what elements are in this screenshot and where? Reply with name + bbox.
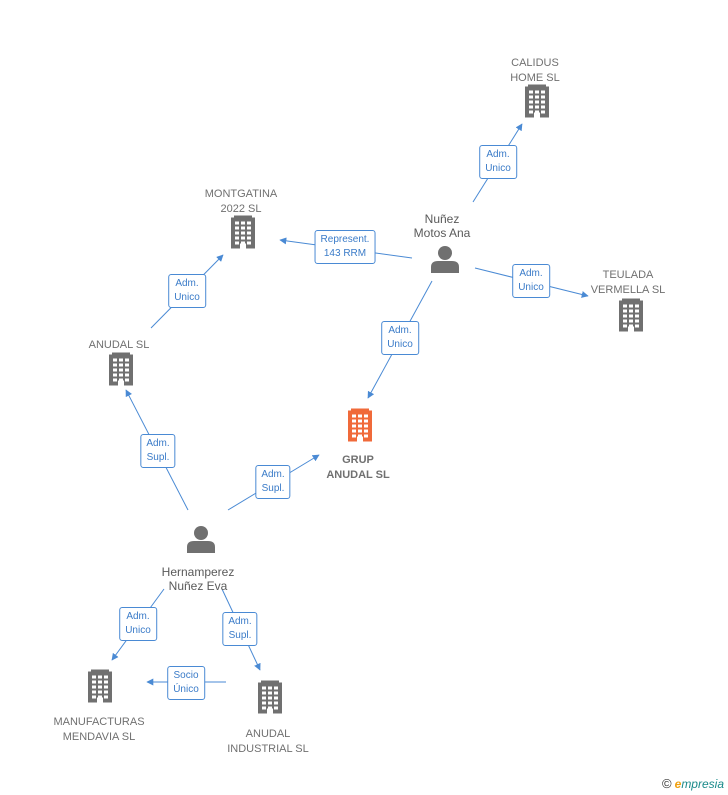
node-label-line: Nuñez Eva bbox=[168, 579, 228, 593]
node-label-line: Nuñez bbox=[424, 212, 460, 226]
edge-label-line: Unico bbox=[485, 163, 511, 174]
node-label-anudal[interactable]: ANUDAL SL bbox=[89, 338, 150, 353]
edge-label-line: Único bbox=[173, 684, 199, 695]
edge-label-line: Supl. bbox=[146, 452, 170, 463]
node-label-line: Motos Ana bbox=[413, 226, 471, 240]
edge-label-line: Adm. bbox=[519, 268, 543, 279]
edge-label-nunez-to-grup[interactable]: Adm. Unico bbox=[381, 321, 419, 355]
edge-label-nunez-to-teulada[interactable]: Adm. Unico bbox=[512, 264, 550, 298]
node-label-line: MANUFACTURAS bbox=[53, 716, 145, 728]
edge-label-hernamperez-to-industrial[interactable]: Adm. Supl. bbox=[222, 612, 258, 646]
edge-label-line: Adm. bbox=[228, 616, 252, 627]
company-icon[interactable] bbox=[619, 298, 643, 332]
node-label-line: HOME SL bbox=[510, 72, 560, 84]
person-icon[interactable] bbox=[187, 526, 215, 553]
edge-label-line: 143 RRM bbox=[323, 248, 367, 259]
edge-label-hernamperez-to-grup[interactable]: Adm. Supl. bbox=[255, 465, 291, 499]
node-label-industrial[interactable]: ANUDAL INDUSTRIAL SL bbox=[227, 727, 309, 757]
edge-label-line: Unico bbox=[387, 339, 413, 350]
node-label-line: CALIDUS bbox=[511, 57, 559, 69]
edge-label-line: Supl. bbox=[228, 630, 252, 641]
node-label-grup[interactable]: GRUP ANUDAL SL bbox=[326, 453, 389, 483]
edge-label-line: Adm. bbox=[146, 438, 170, 449]
node-label-line: MENDAVIA SL bbox=[62, 731, 136, 743]
node-label-teulada[interactable]: TEULADA VERMELLA SL bbox=[591, 268, 666, 298]
edge-label-nunez-to-montgatina[interactable]: Represent. 143 RRM bbox=[314, 230, 376, 264]
node-label-line: 2022 SL bbox=[220, 203, 262, 215]
focus-company-icon[interactable] bbox=[348, 408, 372, 442]
node-label-line: ANUDAL bbox=[245, 728, 291, 740]
edge-label-line: Adm. bbox=[261, 469, 285, 480]
node-label-line: ANUDAL SL bbox=[88, 339, 150, 351]
edge-label-line: Adm. bbox=[388, 325, 412, 336]
edge-label-anudal-to-montgatina[interactable]: Adm. Unico bbox=[168, 274, 206, 308]
edge-label-line: Unico bbox=[125, 625, 151, 636]
node-label-montgatina[interactable]: MONTGATINA 2022 SL bbox=[205, 187, 278, 217]
company-icon[interactable] bbox=[88, 669, 112, 703]
edge-label-line: Unico bbox=[174, 292, 200, 303]
edge-label-line: Supl. bbox=[261, 483, 285, 494]
edge-label-nunez-to-calidus[interactable]: Adm. Unico bbox=[479, 145, 517, 179]
edge-label-line: Socio bbox=[173, 670, 199, 681]
company-icon[interactable] bbox=[525, 84, 549, 118]
node-label-line: ANUDAL SL bbox=[326, 469, 390, 481]
edge-label-line: Adm. bbox=[126, 611, 150, 622]
node-label-line: Hernamperez bbox=[161, 565, 235, 579]
node-label-line: INDUSTRIAL SL bbox=[227, 743, 309, 755]
company-icon[interactable] bbox=[258, 680, 282, 714]
node-label-manufacturas[interactable]: MANUFACTURAS MENDAVIA SL bbox=[53, 715, 144, 745]
copyright-icon: © bbox=[662, 776, 672, 791]
node-label-calidus[interactable]: CALIDUS HOME SL bbox=[510, 56, 560, 86]
node-label-line: MONTGATINA bbox=[204, 188, 278, 200]
edge-label-line: Unico bbox=[518, 282, 544, 293]
edge-label-line: Adm. bbox=[486, 149, 510, 160]
person-icon[interactable] bbox=[431, 246, 459, 273]
node-label-line: VERMELLA SL bbox=[590, 284, 666, 296]
node-label-line: TEULADA bbox=[602, 269, 654, 281]
company-icon[interactable] bbox=[231, 215, 255, 249]
company-icon[interactable] bbox=[109, 352, 133, 386]
edge-label-hernamperez-to-anudal[interactable]: Adm. Supl. bbox=[140, 434, 176, 468]
edge-label-line: Represent. bbox=[320, 234, 370, 245]
edge-label-line: Adm. bbox=[175, 278, 199, 289]
node-label-line: GRUP bbox=[342, 454, 374, 466]
empresia-logo: ©empresia bbox=[662, 776, 724, 791]
edge-label-hernamperez-to-manufacturas[interactable]: Adm. Unico bbox=[119, 607, 157, 641]
